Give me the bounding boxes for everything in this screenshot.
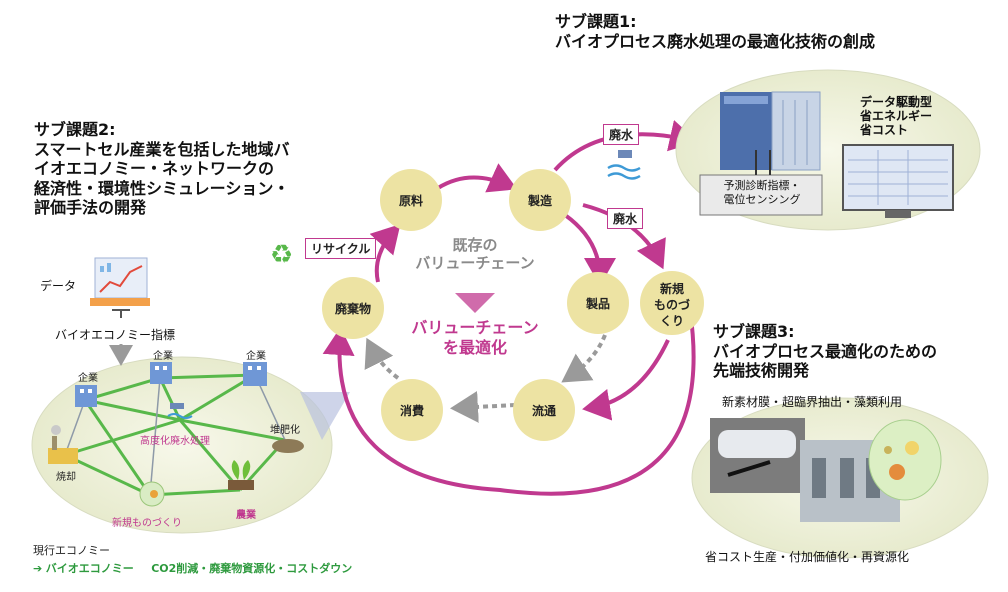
- sub3-bottom-caption: 省コスト生産・付加価値化・再資源化: [705, 550, 910, 564]
- node-new-manufacturing: 新規 ものづ くり: [642, 281, 702, 330]
- current-economy-label: 現行エコノミー: [33, 544, 110, 557]
- node-distribution: 流通: [531, 404, 556, 418]
- company-label: 企業: [153, 351, 173, 362]
- monitor-icon: [842, 144, 954, 218]
- sub1-title-line2: バイオプロセス廃水処理の最適化技術の創成: [555, 31, 876, 51]
- indicator-label: バイオエコノミー指標: [55, 328, 176, 342]
- node-consumption: 消費: [399, 404, 424, 418]
- node-new-line1: 新規: [659, 282, 684, 296]
- sensing-label: 予測診断指標・ 電位センシング: [706, 179, 818, 208]
- data-driven-text: データ駆動型 省エネルギー 省コスト: [860, 95, 933, 137]
- sensing-line1: 予測診断指標・: [723, 179, 801, 192]
- wastewater-tag: 廃水: [603, 124, 640, 145]
- node-manufacturing: 製造: [527, 194, 552, 208]
- sensing-box: [699, 174, 823, 216]
- plant-icon: [228, 460, 254, 490]
- network-ellipse: [31, 356, 333, 534]
- flow-arrows: [364, 334, 607, 423]
- cycle-nodes: [322, 169, 704, 441]
- algae-photo: [868, 419, 942, 501]
- sub2-title: サブ課題2: スマートセル産業を包括した地域バ イオエコノミー・ネットワークの …: [34, 120, 290, 218]
- sub2-title-line5: 評価手法の開発: [34, 198, 147, 218]
- projection-triangle: [300, 392, 350, 440]
- company-label: 企業: [246, 351, 266, 362]
- sensing-line2: 電位センシング: [723, 193, 801, 207]
- sub3-top-caption: 新素材膜・超臨界抽出・藻類利用: [722, 395, 903, 409]
- company-label: 企業: [78, 373, 98, 384]
- new-manufacturing-label: 新規ものづくり: [112, 518, 182, 529]
- bio-economy-label: バイオエコノミー: [45, 562, 134, 575]
- goals-label: CO2削減・廃棄物資源化・コストダウン: [151, 562, 353, 575]
- incineration-label: 焼却: [56, 472, 76, 483]
- sub2-title-line4: 経済性・環境性シミュレーション・: [34, 178, 290, 198]
- center-triangle: [455, 293, 495, 313]
- recycle-icon: ♻: [270, 240, 293, 270]
- data-driven-line2: 省エネルギー: [860, 108, 933, 123]
- wastewater-icon: [167, 403, 193, 419]
- node-waste: 廃棄物: [334, 302, 371, 316]
- optimized-line1: バリューチェーン: [411, 318, 539, 337]
- sub3-title-line3: 先端技術開発: [713, 361, 810, 381]
- sub3-title: サブ課題3: バイオプロセス最適化のための 先端技術開発: [713, 322, 937, 381]
- sub1-title: サブ課題1: バイオプロセス廃水処理の最適化技術の創成: [555, 12, 875, 51]
- optimized-line2: を最適化: [442, 338, 507, 357]
- node-new-line2: ものづ: [653, 298, 690, 313]
- data-chart-icon: [90, 257, 150, 306]
- node-new-line3: くり: [659, 314, 684, 329]
- factory-icon: [48, 425, 78, 464]
- sub1-title-line1: サブ課題1:: [555, 12, 637, 31]
- compost-icon: [272, 439, 304, 453]
- arrow-icon: ➔: [33, 562, 43, 575]
- optimized-chain-label: バリューチェーン を最適化: [395, 318, 555, 358]
- node-raw-material: 原料: [398, 194, 423, 208]
- sub2-title-line1: サブ課題2:: [34, 120, 116, 139]
- sub3-title-line1: サブ課題3:: [713, 322, 795, 341]
- sub2-title-line2: スマートセル産業を包括した地域バ: [34, 139, 290, 159]
- agriculture-label: 農業: [236, 510, 256, 521]
- data-driven-line1: データ駆動型: [860, 95, 933, 109]
- wastewater-tag: 廃水: [607, 208, 644, 229]
- membrane-photo: [710, 418, 805, 493]
- existing-chain-label: 既存の バリューチェーン: [410, 236, 540, 272]
- tank-icon: [720, 91, 821, 171]
- node-product: 製品: [585, 297, 610, 311]
- sub2-title-line3: イオエコノミー・ネットワークの: [34, 159, 275, 179]
- wastewater-label: 高度化廃水処理: [140, 436, 210, 447]
- compost-label: 堆肥化: [270, 425, 300, 436]
- building-icon: [75, 362, 267, 407]
- data-driven-line3: 省コスト: [860, 122, 909, 137]
- recycle-tag: リサイクル: [305, 238, 377, 259]
- water-icon: [607, 150, 641, 180]
- sub3-title-line2: バイオプロセス最適化のための: [713, 341, 938, 361]
- data-label: データ: [40, 279, 77, 293]
- hub-icon: [112, 309, 130, 318]
- bio-economy-line: ➔ バイオエコノミー CO2削減・廃棄物資源化・コストダウン: [33, 560, 352, 576]
- existing-line1: 既存の: [452, 236, 498, 254]
- existing-line2: バリューチェーン: [415, 254, 535, 272]
